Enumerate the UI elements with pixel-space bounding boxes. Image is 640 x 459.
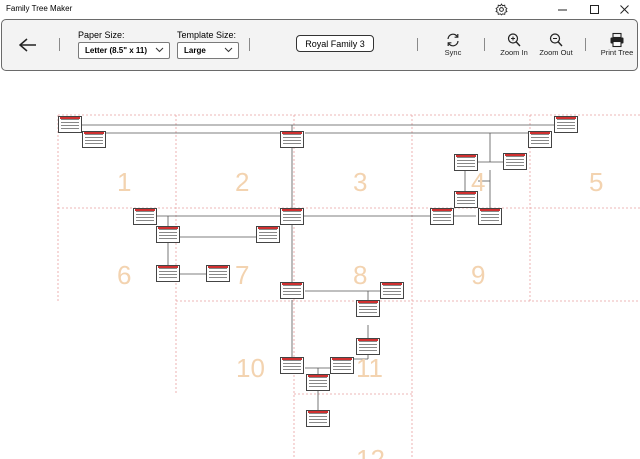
maximize-button[interactable] xyxy=(580,0,610,19)
person-card[interactable] xyxy=(380,282,404,299)
page-number-10: 10 xyxy=(236,353,265,383)
page-number-11: 11 xyxy=(356,353,383,383)
page-number-6: 6 xyxy=(117,260,132,290)
page-number-8: 8 xyxy=(353,260,368,290)
toolbar: Paper Size: Letter (8.5" x 11) Template … xyxy=(1,19,638,71)
person-card[interactable] xyxy=(356,300,380,317)
person-card[interactable] xyxy=(156,265,180,282)
tree-name-button[interactable]: Royal Family 3 xyxy=(296,35,374,52)
separator xyxy=(417,38,418,51)
person-card[interactable] xyxy=(528,131,552,148)
person-card[interactable] xyxy=(256,226,280,243)
tree-canvas[interactable]: 1 2 3 4 5 6 7 8 9 10 11 12 xyxy=(0,70,640,459)
page-number-1: 1 xyxy=(117,167,132,197)
person-card[interactable] xyxy=(356,338,380,355)
gear-icon xyxy=(494,3,508,16)
sync-label: Sync xyxy=(444,48,462,57)
template-size-select[interactable]: Large xyxy=(177,42,239,59)
template-size-value: Large xyxy=(184,46,206,55)
arrow-left-icon xyxy=(19,38,36,52)
chevron-down-icon xyxy=(224,47,233,53)
person-card[interactable] xyxy=(430,208,454,225)
print-tree-label: Print Tree xyxy=(600,48,634,57)
maximize-icon xyxy=(590,4,599,14)
page-number-4: 4 xyxy=(471,167,486,197)
zoom-in-icon xyxy=(507,33,521,47)
person-card[interactable] xyxy=(133,208,157,225)
person-card[interactable] xyxy=(206,265,230,282)
person-card[interactable] xyxy=(58,116,82,133)
paper-size-label: Paper Size: xyxy=(78,30,125,40)
person-card[interactable] xyxy=(503,153,527,170)
separator xyxy=(484,38,485,51)
zoom-out-label: Zoom Out xyxy=(539,48,573,57)
app-title: Family Tree Maker xyxy=(6,4,73,13)
page-number-12: 12 xyxy=(356,444,385,459)
zoom-in-label: Zoom In xyxy=(500,48,528,57)
person-card[interactable] xyxy=(454,154,478,171)
sync-button[interactable]: Sync xyxy=(438,32,468,66)
template-size-label: Template Size: xyxy=(177,30,237,40)
title-bar: Family Tree Maker xyxy=(0,0,640,19)
page-number-5: 5 xyxy=(589,167,604,197)
page-grid xyxy=(57,114,640,459)
separator xyxy=(249,38,250,51)
person-card[interactable] xyxy=(280,208,304,225)
minimize-button[interactable] xyxy=(548,0,578,19)
paper-size-value: Letter (8.5" x 11) xyxy=(85,46,148,55)
separator xyxy=(59,38,60,51)
sync-icon xyxy=(447,33,459,47)
settings-button[interactable] xyxy=(486,0,516,19)
print-tree-button[interactable]: Print Tree xyxy=(598,32,636,66)
person-card[interactable] xyxy=(280,131,304,148)
person-card[interactable] xyxy=(306,410,330,427)
person-card[interactable] xyxy=(280,282,304,299)
back-button[interactable] xyxy=(14,33,42,57)
person-card[interactable] xyxy=(454,191,478,208)
page-number-7: 7 xyxy=(235,260,250,290)
paper-size-select[interactable]: Letter (8.5" x 11) xyxy=(78,42,170,59)
minimize-icon xyxy=(558,9,567,10)
page-number-9: 9 xyxy=(471,260,486,290)
page-number-3: 3 xyxy=(353,167,368,197)
close-icon xyxy=(620,4,629,14)
person-card[interactable] xyxy=(478,208,502,225)
person-card[interactable] xyxy=(156,226,180,243)
person-card[interactable] xyxy=(82,131,106,148)
zoom-in-button[interactable]: Zoom In xyxy=(496,32,532,66)
close-button[interactable] xyxy=(610,0,640,19)
zoom-out-icon xyxy=(549,33,563,47)
page-number-2: 2 xyxy=(235,167,250,197)
chevron-down-icon xyxy=(155,47,164,53)
separator xyxy=(585,38,586,51)
person-card[interactable] xyxy=(554,116,578,133)
zoom-out-button[interactable]: Zoom Out xyxy=(536,32,576,66)
person-card[interactable] xyxy=(306,374,330,391)
person-card[interactable] xyxy=(330,357,354,374)
printer-icon xyxy=(610,32,624,48)
person-card[interactable] xyxy=(280,357,304,374)
